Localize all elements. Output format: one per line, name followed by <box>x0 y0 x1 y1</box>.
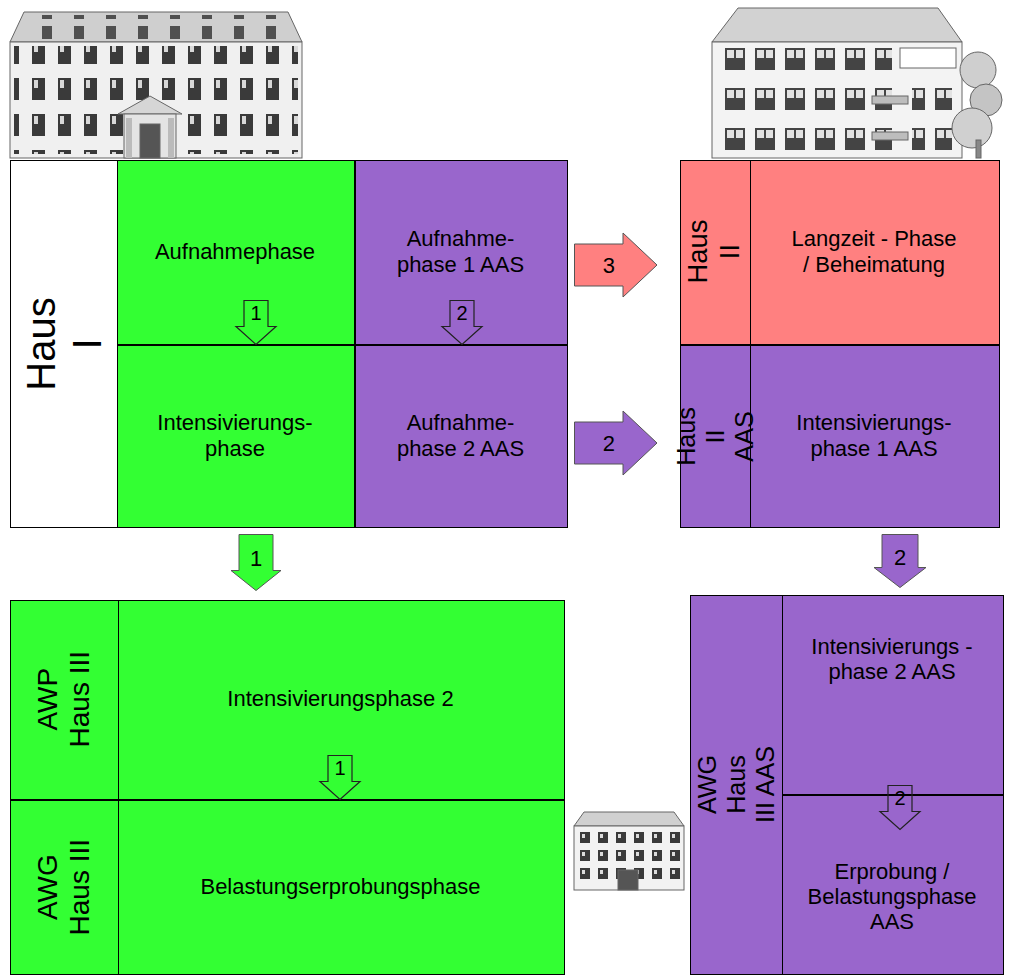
phase-label: Aufnahmephase <box>155 239 315 264</box>
step-number-anchor: 3 <box>603 253 615 278</box>
phase-box: Aufnahme- phase 2 AAS <box>355 345 568 528</box>
text-area: Intensivierungsphase 2 <box>117 599 564 799</box>
step-arrow <box>880 786 920 830</box>
text-area: Intensivierungs - phase 2 AAS <box>781 594 1003 724</box>
text-area: Intensivierungs- phase <box>116 344 354 527</box>
phase-label: Erprobung / Belastungsphase AAS <box>805 859 980 935</box>
step-number-anchor: 2 <box>895 787 906 810</box>
step-number-anchor: 1 <box>251 302 262 325</box>
house-row: Langzeit - Phase / Beheimatung Haus II <box>680 160 1000 345</box>
building-illustration <box>712 8 1002 158</box>
step-arrow <box>442 301 482 345</box>
house-label: Haus II AAS <box>671 405 758 467</box>
house-row: Intensivierungs - phase 2 AAS Erprobung /… <box>690 595 1004 975</box>
house-row: Intensivierungs- phase 1 AAS Haus II AAS <box>680 345 1000 528</box>
building-illustration <box>574 812 684 890</box>
house-row: Belastungserprobungsphase AWG Haus III <box>10 800 565 975</box>
house-label: AWP Haus III <box>31 650 95 750</box>
phase-box: Aufnahme- phase 1 AAS <box>355 160 568 345</box>
text-area: Langzeit - Phase / Beheimatung <box>749 159 999 344</box>
house-label: Haus II <box>683 220 746 284</box>
house-block: Aufnahmephase Aufnahme- phase 1 AAS Intens… <box>10 160 568 528</box>
step-number-anchor: 1 <box>335 757 346 780</box>
house-label: Haus I <box>17 294 109 393</box>
step-number: 2 <box>894 545 906 570</box>
text-area: Aufnahmephase <box>116 159 354 344</box>
house-row: Intensivierungsphase 2 AWP Haus III <box>10 600 565 800</box>
step-number: 2 <box>895 787 906 810</box>
phase-label: Aufnahme- phase 1 AAS <box>393 226 528 277</box>
phase-label: Intensivierungs- phase 1 AAS <box>794 410 954 461</box>
phase-label: Intensivierungs - phase 2 AAS <box>805 634 980 685</box>
phase-box: Belastungserprobungsphase <box>118 800 565 975</box>
text-area: AWP Haus III <box>10 600 118 800</box>
step-arrow <box>236 301 276 345</box>
step-number: 2 <box>603 431 615 456</box>
house-label: AWG Haus III <box>31 837 95 937</box>
block-arrow <box>874 535 926 588</box>
phase-box: Erprobung / Belastungsphase AAS <box>782 795 1004 975</box>
text-area: Haus I <box>10 160 117 528</box>
block-arrow <box>231 535 281 591</box>
phase-label: Belastungserprobungsphase <box>200 874 480 899</box>
step-number: 2 <box>457 302 468 325</box>
phase-box: Intensivierungs- phase 1 AAS <box>750 345 1000 528</box>
text-area: Haus II AAS <box>680 345 750 528</box>
text-area: AWG Haus III AAS <box>690 595 782 975</box>
text-area: AWG Haus III <box>10 800 118 975</box>
step-arrow <box>320 756 360 800</box>
step-number-anchor: 1 <box>250 546 262 571</box>
text-area: Haus II <box>680 160 750 345</box>
phase-box: Intensivierungsphase 2 <box>118 600 565 800</box>
text-area: Aufnahme- phase 1 AAS <box>354 159 567 344</box>
text-area: Erprobung / Belastungsphase AAS <box>781 834 1003 959</box>
phase-label: Langzeit - Phase / Beheimatung <box>788 226 960 277</box>
phase-label: Aufnahme- phase 2 AAS <box>393 410 528 461</box>
phase-label: Intensivierungsphase 2 <box>227 686 453 711</box>
step-number-anchor: 2 <box>894 545 906 570</box>
step-number-anchor: 2 <box>603 431 615 456</box>
phase-box: Intensivierungs- phase <box>117 345 355 528</box>
text-area: Intensivierungs- phase 1 AAS <box>749 344 999 527</box>
step-number: 1 <box>250 546 262 571</box>
step-number: 1 <box>335 757 346 780</box>
phase-box: Intensivierungs - phase 2 AAS <box>782 595 1004 795</box>
text-area: Belastungserprobungsphase <box>117 799 564 974</box>
step-number-anchor: 2 <box>457 302 468 325</box>
block-arrow <box>575 411 658 475</box>
phase-label: Intensivierungs- phase <box>143 410 328 461</box>
building-illustration <box>10 12 302 158</box>
step-number: 1 <box>251 302 262 325</box>
house-label: AWG Haus III AAS <box>692 743 779 827</box>
step-number: 3 <box>603 253 615 278</box>
phase-box: Aufnahmephase <box>117 160 355 345</box>
phase-box: Langzeit - Phase / Beheimatung <box>750 160 1000 345</box>
block-arrow <box>575 233 658 297</box>
text-area: Aufnahme- phase 2 AAS <box>354 344 567 527</box>
